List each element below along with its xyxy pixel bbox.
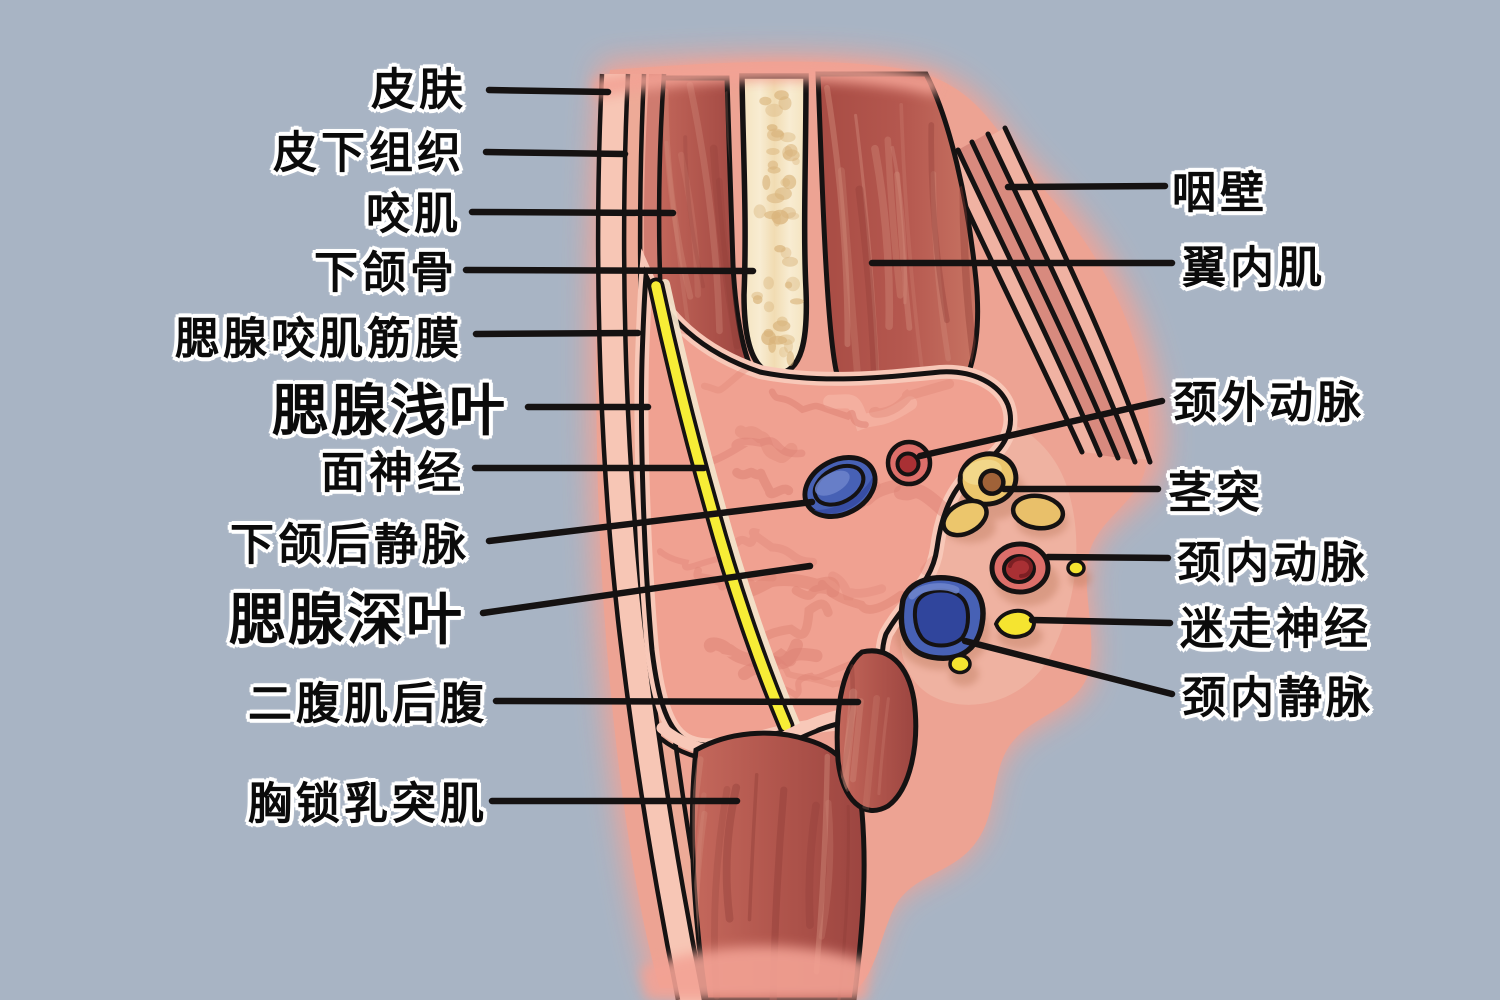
leader-line-internal-carotid-artery bbox=[1044, 553, 1172, 562]
leader-line-subcutaneous-tissue bbox=[482, 148, 629, 158]
leader-line-vagus-nerve bbox=[1028, 616, 1174, 627]
digastric-muscle bbox=[834, 648, 919, 813]
internal-carotid-vessel bbox=[989, 541, 1051, 595]
styloid-accessory-blob-left bbox=[941, 498, 989, 538]
leader-line-masseter bbox=[468, 208, 677, 217]
label-lines bbox=[462, 86, 1176, 805]
vagus-nerve-dot bbox=[993, 608, 1036, 639]
leader-line-digastric-posterior-belly bbox=[492, 697, 862, 706]
leader-line-skin bbox=[485, 86, 612, 96]
medial-pterygoid-muscle bbox=[815, 71, 981, 431]
vessel-cluster bbox=[802, 439, 1086, 675]
leader-line-internal-jugular-vein bbox=[961, 637, 1176, 698]
facial-nerve-trunk bbox=[647, 277, 800, 735]
leader-line-mandible bbox=[462, 266, 757, 275]
external-carotid-vessel bbox=[885, 439, 933, 487]
small-nerve-dot-bottom bbox=[948, 653, 972, 675]
leader-line-retromandibular-vein bbox=[485, 498, 816, 545]
bottom-fade bbox=[640, 946, 870, 1000]
styloid-accessory-blob-right bbox=[1010, 493, 1066, 531]
leader-line-external-carotid-artery bbox=[916, 397, 1166, 460]
small-nerve-dot-right bbox=[1066, 559, 1086, 577]
leader-line-pharyngeal-wall bbox=[1004, 182, 1169, 191]
mandible-bone bbox=[739, 73, 810, 377]
leader-line-parotid-masseteric-fascia bbox=[472, 329, 642, 338]
pharyngeal-wall-bands bbox=[942, 125, 1153, 465]
internal-jugular-vessel bbox=[898, 575, 986, 661]
leader-line-parotid-deep-lobe bbox=[479, 562, 814, 617]
top-cut-edge bbox=[592, 62, 940, 98]
styloid-process-bone bbox=[957, 451, 1019, 507]
